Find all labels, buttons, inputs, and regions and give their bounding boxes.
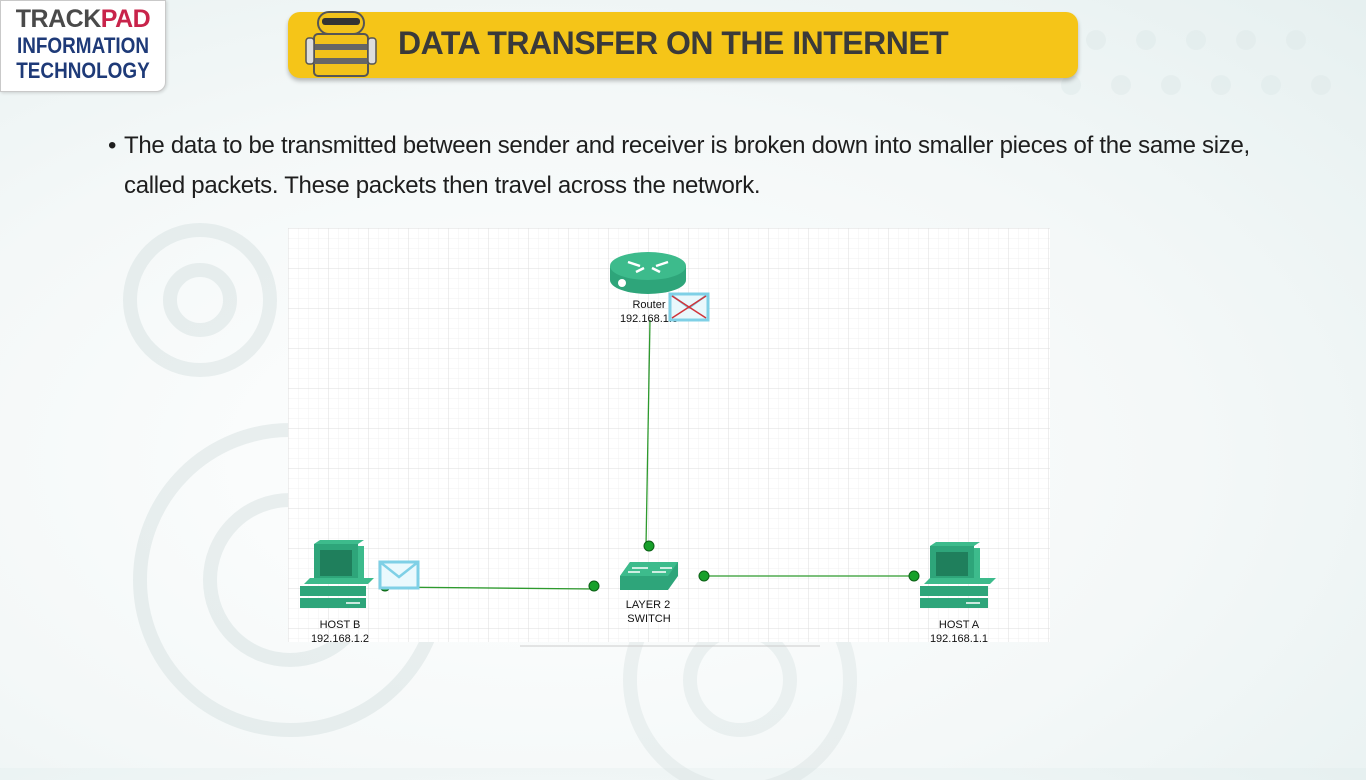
logo-line-technology: TECHNOLOGY bbox=[16, 58, 150, 83]
title-banner: DATA TRANSFER ON THE INTERNET bbox=[288, 11, 1078, 78]
host-b-computer-icon bbox=[300, 540, 374, 608]
bullet-paragraph: • The data to be transmitted between sen… bbox=[108, 126, 1288, 206]
link-hostb-switch bbox=[384, 586, 595, 590]
switch-label-line1: LAYER 2 bbox=[626, 599, 670, 611]
switch-icon bbox=[620, 562, 678, 590]
page-title: DATA TRANSFER ON THE INTERNET bbox=[398, 25, 949, 61]
host-a-computer-icon bbox=[920, 542, 996, 608]
switch-label-line2: SWITCH bbox=[627, 613, 670, 625]
host-a-label: HOST A bbox=[939, 619, 980, 631]
router-icon bbox=[610, 252, 686, 294]
host-a-ip: 192.168.1.1 bbox=[930, 633, 988, 645]
logo-brand-track: TRACK bbox=[15, 5, 102, 33]
router-label: Router bbox=[632, 299, 665, 311]
connector-dot bbox=[698, 570, 710, 582]
logo-line-information: INFORMATION bbox=[16, 33, 150, 58]
network-diagram: Router 192.168.1.3 LAYER 2 SWITCH HOST B… bbox=[288, 228, 1050, 647]
packet-envelope-error-icon bbox=[668, 292, 710, 322]
link-router-switch bbox=[645, 319, 651, 547]
background-dots-decoration bbox=[1036, 30, 1331, 95]
trackpad-logo: TRACKPAD INFORMATION TECHNOLOGY bbox=[0, 0, 166, 92]
bullet-text: The data to be transmitted between sende… bbox=[124, 132, 1250, 199]
logo-brand-pad: PAD bbox=[100, 5, 151, 33]
packet-envelope-icon bbox=[378, 560, 420, 590]
robot-mascot-icon bbox=[305, 11, 377, 77]
host-b-label: HOST B bbox=[320, 619, 361, 631]
bullet-dot: • bbox=[108, 132, 117, 159]
host-b-ip: 192.168.1.2 bbox=[311, 633, 369, 645]
router-ip: 192.168.1.3 bbox=[620, 313, 678, 325]
connector-dot bbox=[588, 580, 600, 592]
connector-dot bbox=[643, 540, 655, 552]
logo-brand: TRACKPAD bbox=[1, 5, 165, 33]
connector-dot bbox=[908, 570, 920, 582]
